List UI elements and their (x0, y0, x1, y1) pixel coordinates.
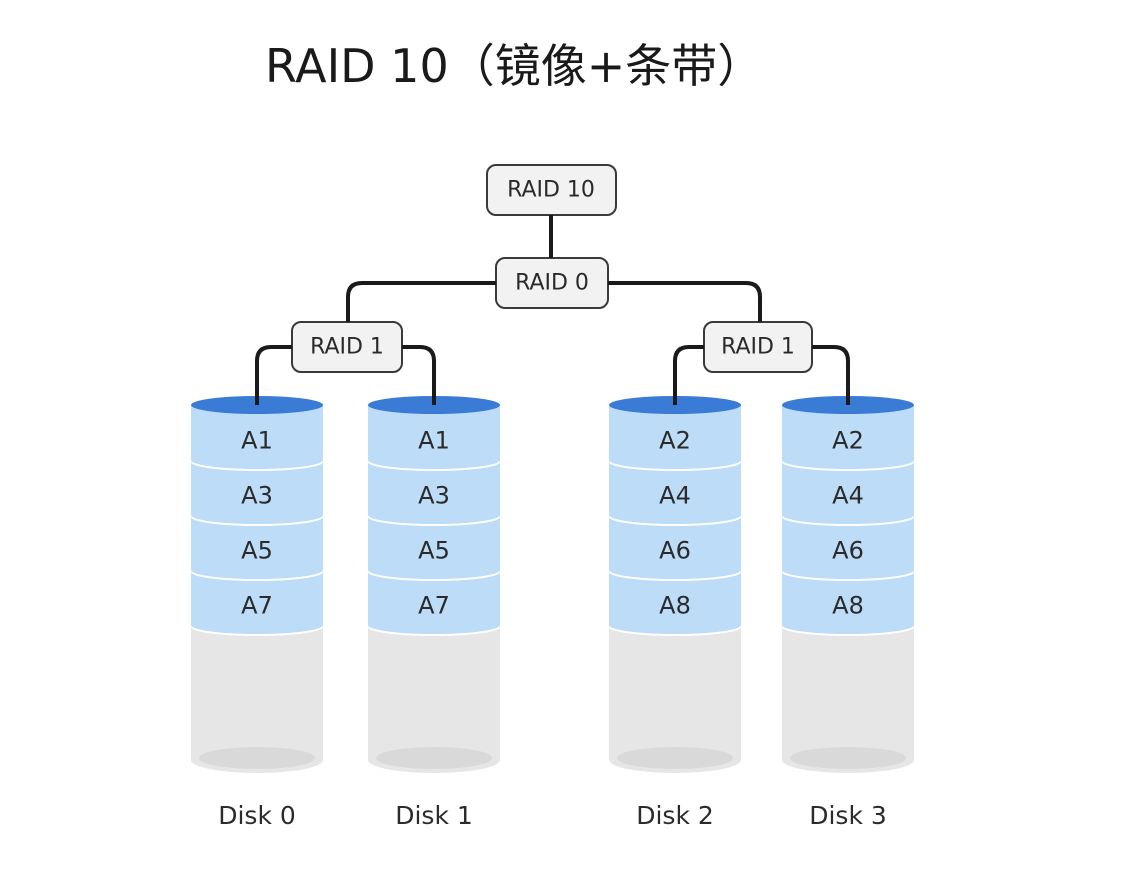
segment-body (609, 405, 741, 460)
block-label: A8 (832, 592, 864, 620)
block-label: A2 (659, 427, 691, 455)
disk-bottom-shadow (617, 747, 733, 769)
disk-label: Disk 0 (218, 801, 296, 830)
node-raid1-left: RAID 1 (291, 321, 403, 373)
block-label: A1 (418, 427, 450, 455)
block-label: A8 (659, 592, 691, 620)
conn-mirror-disk3 (812, 345, 850, 405)
node-raid1-left-label: RAID 1 (310, 335, 384, 360)
disk-bottom-shadow (199, 747, 315, 769)
conn-mirror-disk0 (255, 345, 292, 405)
disk-label: Disk 2 (636, 801, 714, 830)
diagram-title: RAID 10（镜像+条带） (265, 39, 763, 93)
connectors (255, 215, 850, 405)
segment-body (191, 405, 323, 460)
node-raid10: RAID 10 (486, 164, 617, 216)
conn-stripe-right (608, 281, 762, 322)
block-label: A5 (241, 537, 273, 565)
block-label: A7 (241, 592, 273, 620)
node-raid0: RAID 0 (495, 257, 609, 309)
segment-body (368, 405, 500, 460)
block-label: A1 (241, 427, 273, 455)
disk-bottom-shadow (790, 747, 906, 769)
node-raid10-label: RAID 10 (507, 178, 595, 203)
node-raid1-right: RAID 1 (703, 321, 813, 373)
block-label: A3 (241, 482, 273, 510)
block-label: A4 (659, 482, 691, 510)
node-raid0-label: RAID 0 (515, 271, 589, 296)
disk-label: Disk 1 (395, 801, 473, 830)
conn-mirror-disk1 (402, 345, 436, 405)
disk-bottom-shadow (376, 747, 492, 769)
block-label: A3 (418, 482, 450, 510)
block-label: A2 (832, 427, 864, 455)
node-raid1-right-label: RAID 1 (721, 335, 795, 360)
block-label: A4 (832, 482, 864, 510)
block-label: A7 (418, 592, 450, 620)
disk-label: Disk 3 (809, 801, 887, 830)
block-label: A6 (659, 537, 691, 565)
block-label: A5 (418, 537, 450, 565)
conn-stripe-left (346, 281, 496, 322)
conn-mirror-disk2 (673, 345, 704, 405)
segment-body (782, 405, 914, 460)
block-label: A6 (832, 537, 864, 565)
